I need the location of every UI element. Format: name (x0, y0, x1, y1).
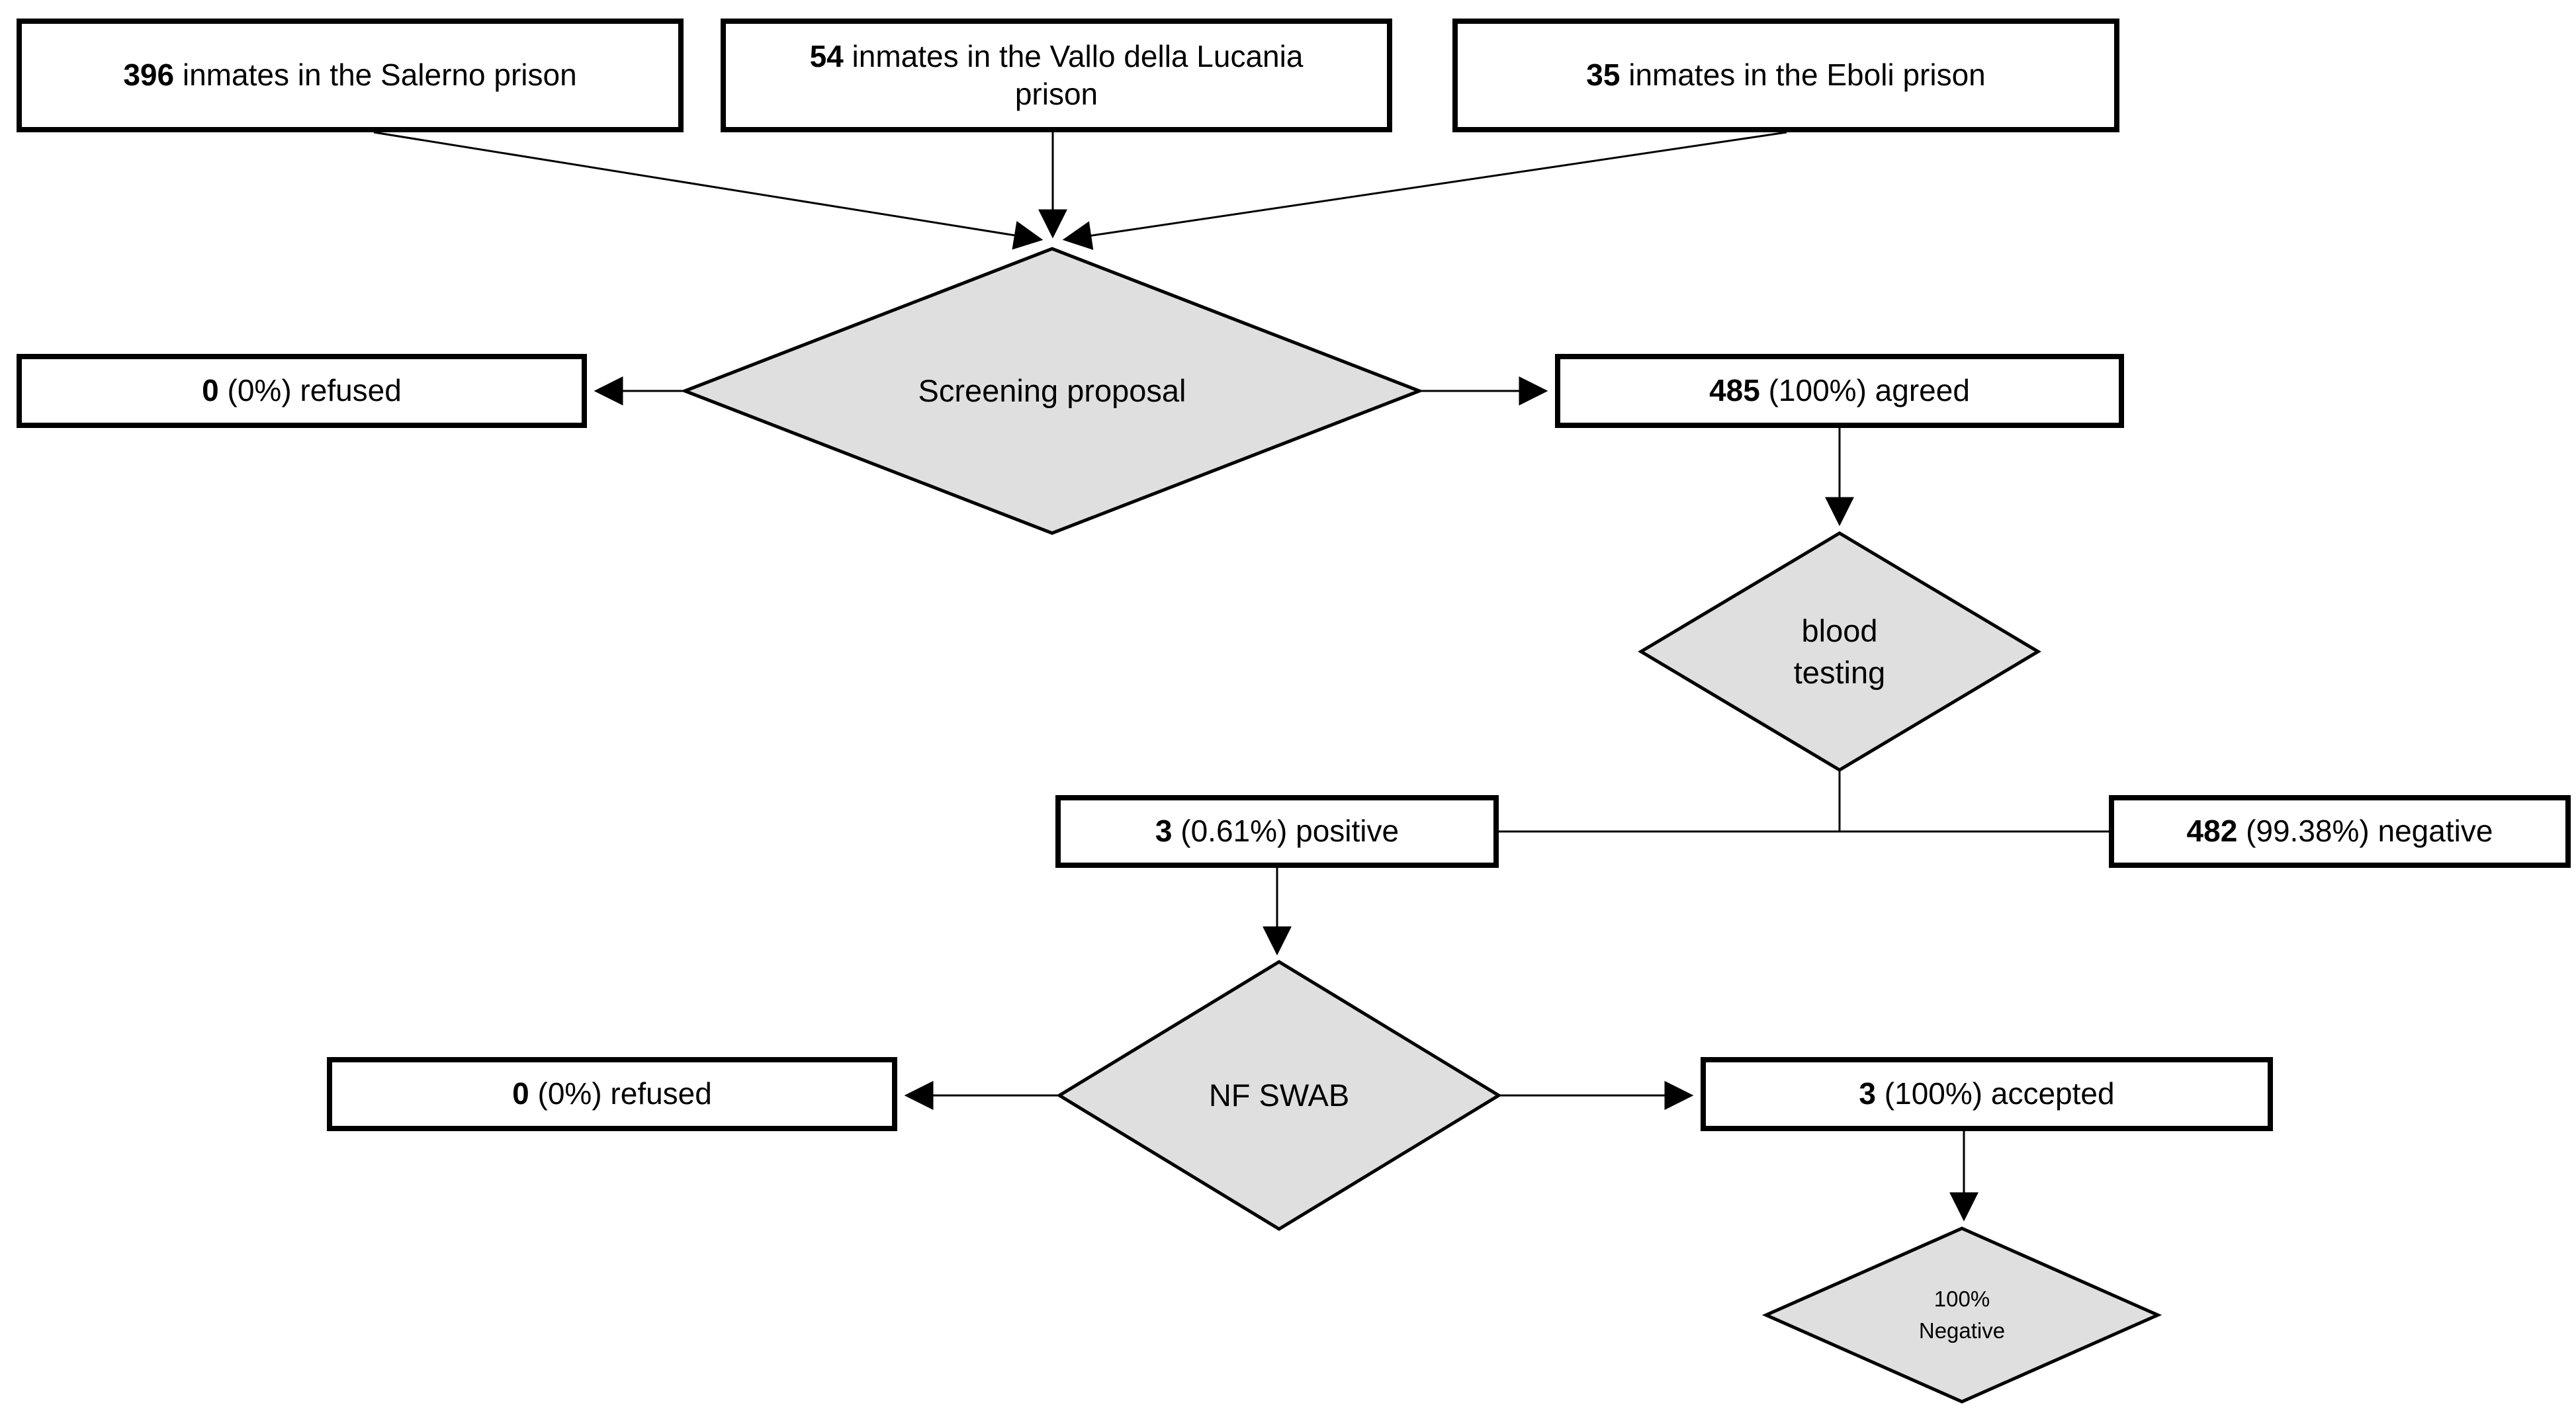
blood-positive-label: (0.61%) positive (1172, 814, 1399, 849)
box-blood-test-positive: 3 (0.61%) positive (1055, 795, 1499, 868)
box-blood-test-negative: 482 (99.38%) negative (2109, 795, 2571, 868)
salerno-prison-text: 396 inmates in the Salerno prison (123, 56, 576, 95)
connector-salerno-to-screening (373, 131, 1044, 250)
salerno-label: inmates in the Salerno prison (174, 58, 577, 93)
screening-proposal-diamond (680, 247, 1424, 535)
box-salerno-prison: 396 inmates in the Salerno prison (17, 19, 684, 132)
box-eboli-prison: 35 inmates in the Eboli prison (1452, 19, 2119, 132)
box-swab-refused: 0 (0%) refused (327, 1057, 897, 1131)
blood-negative-label: (99.38%) negative (2237, 814, 2493, 849)
screening-refused-count: 0 (202, 373, 219, 408)
screening-agreed-text: 485 (100%) agreed (1709, 372, 1970, 410)
swab-refused-count: 0 (512, 1076, 529, 1111)
box-screening-refused: 0 (0%) refused (17, 354, 587, 428)
screening-agreed-label: (100%) agreed (1759, 373, 1970, 408)
nf-swab-diamond (1056, 960, 1502, 1231)
vallo-label: inmates in the Vallo della Lucania priso… (852, 38, 1304, 112)
blood-negative-text: 482 (99.38%) negative (2187, 812, 2493, 851)
blood-positive-count: 3 (1155, 814, 1173, 849)
swab-accepted-label: (100%) accepted (1876, 1076, 2115, 1111)
blood-negative-count: 482 (2186, 814, 2238, 849)
box-swab-accepted: 3 (100%) accepted (1701, 1057, 2273, 1131)
salerno-count: 396 (123, 58, 175, 93)
screening-agreed-count: 485 (1709, 373, 1760, 408)
box-screening-agreed: 485 (100%) agreed (1555, 354, 2124, 428)
blood-positive-text: 3 (0.61%) positive (1155, 812, 1399, 851)
blood-testing-diamond (1638, 531, 2041, 772)
screening-refused-label: (0%) refused (218, 373, 402, 408)
screening-refused-text: 0 (0%) refused (202, 372, 402, 410)
final-negative-diamond (1761, 1226, 2162, 1404)
eboli-prison-text: 35 inmates in the Eboli prison (1586, 56, 1985, 95)
swab-refused-label: (0%) refused (529, 1076, 712, 1111)
vallo-count: 54 (809, 38, 844, 73)
box-vallo-della-lucania-prison: 54 inmates in the Vallo della Lucania pr… (721, 19, 1392, 132)
eboli-label: inmates in the Eboli prison (1620, 58, 1986, 93)
swab-refused-text: 0 (0%) refused (512, 1075, 712, 1113)
swab-accepted-count: 3 (1859, 1076, 1877, 1111)
connector-eboli-to-screening (1062, 131, 1787, 250)
swab-accepted-text: 3 (100%) accepted (1859, 1075, 2114, 1113)
eboli-count: 35 (1586, 58, 1621, 93)
vallo-prison-text: 54 inmates in the Vallo della Lucania pr… (810, 38, 1304, 114)
